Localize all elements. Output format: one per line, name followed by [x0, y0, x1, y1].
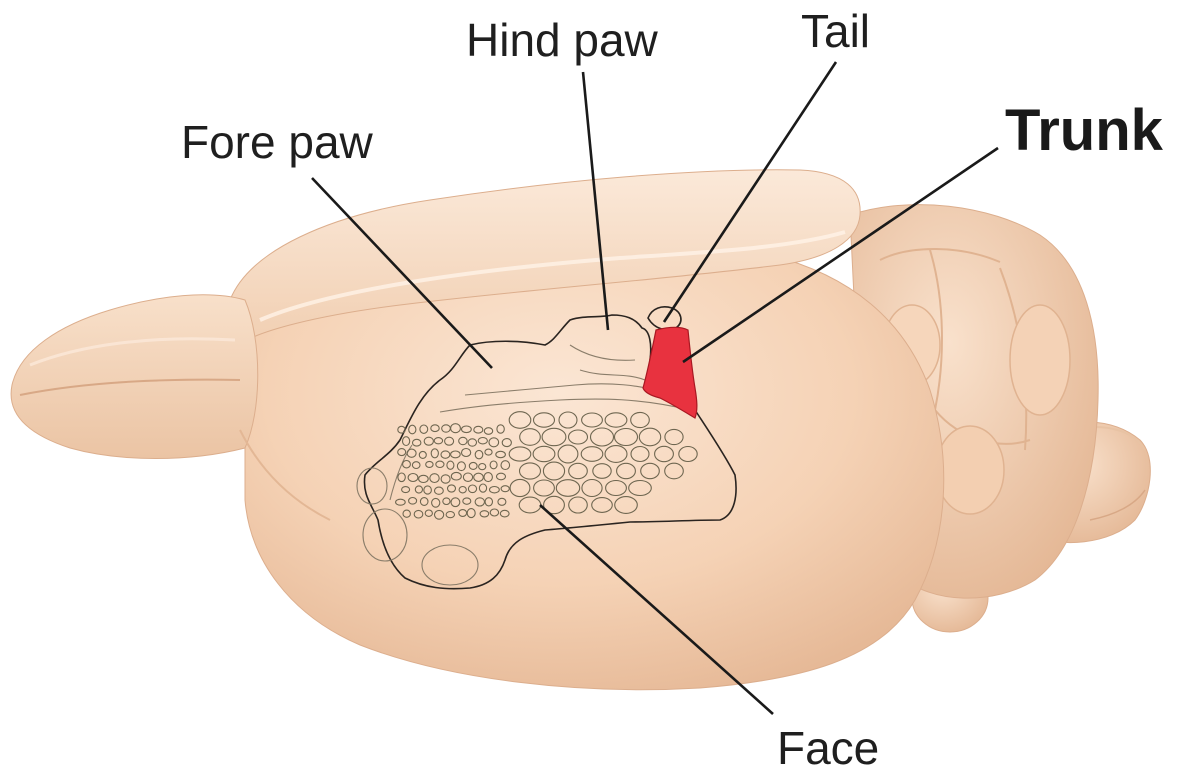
label-hind-paw: Hind paw — [466, 14, 659, 66]
label-trunk: Trunk — [1005, 98, 1164, 163]
label-face: Face — [777, 722, 879, 772]
olfactory-bulb — [11, 295, 258, 459]
label-tail: Tail — [801, 5, 870, 57]
label-fore-paw: Fore paw — [181, 116, 374, 168]
